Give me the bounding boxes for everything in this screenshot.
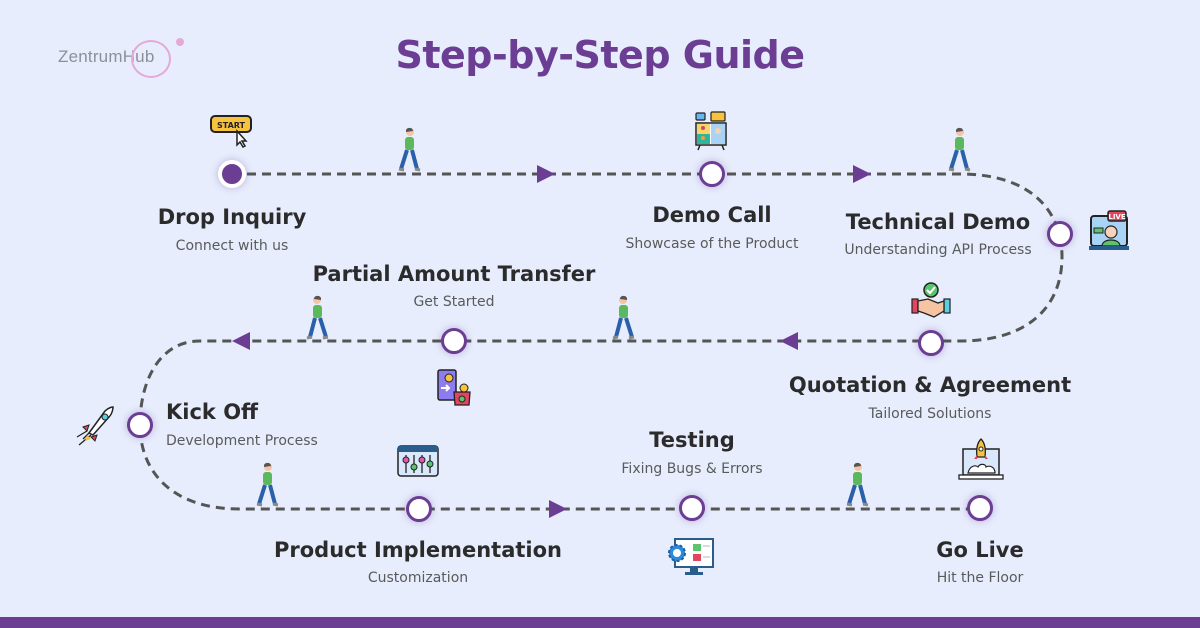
step-node-technical-demo bbox=[1047, 221, 1073, 247]
step-title: Go Live bbox=[936, 538, 1024, 562]
step-title: Partial Amount Transfer bbox=[312, 262, 596, 286]
arrow-left-1 bbox=[780, 332, 798, 350]
step-title: Quotation & Agreement bbox=[788, 373, 1072, 397]
step-subtitle: Development Process bbox=[166, 433, 318, 449]
walking-person-icon bbox=[846, 462, 869, 507]
start-button-icon: START bbox=[209, 114, 253, 154]
step-subtitle: Understanding API Process bbox=[844, 242, 1032, 258]
step-node-drop-inquiry bbox=[218, 160, 246, 188]
walking-person-icon bbox=[256, 462, 279, 507]
step-subtitle: Customization bbox=[367, 570, 469, 586]
step-title: Product Implementation bbox=[273, 538, 563, 562]
step-node-quotation bbox=[918, 330, 944, 356]
step-node-partial-transfer bbox=[441, 328, 467, 354]
walking-person-icon bbox=[948, 127, 971, 172]
arrow-right-3 bbox=[549, 500, 567, 518]
footer-bar bbox=[0, 617, 1200, 628]
step-node-kick-off bbox=[127, 412, 153, 438]
step-node-demo-call bbox=[699, 161, 725, 187]
walking-person-icon bbox=[306, 295, 329, 340]
arrow-right-2 bbox=[853, 165, 871, 183]
step-subtitle: Showcase of the Product bbox=[625, 236, 799, 252]
page-title: Step-by-Step Guide bbox=[395, 33, 806, 77]
step-node-product-implementation bbox=[406, 496, 432, 522]
code-testing-icon bbox=[665, 537, 714, 577]
logo-ring bbox=[131, 40, 171, 78]
step-node-testing bbox=[679, 495, 705, 521]
live-stream-icon: LIVE bbox=[1088, 210, 1132, 250]
step-title: Demo Call bbox=[652, 203, 772, 227]
step-subtitle: Connect with us bbox=[175, 238, 289, 254]
step-subtitle: Fixing Bugs & Errors bbox=[621, 461, 763, 477]
step-node-go-live bbox=[967, 495, 993, 521]
step-title: Kick Off bbox=[166, 400, 259, 424]
logo-dot bbox=[176, 38, 184, 46]
step-title: Testing bbox=[649, 428, 735, 452]
step-subtitle: Hit the Floor bbox=[936, 570, 1024, 586]
path-row-1 bbox=[138, 172, 1064, 511]
handshake-icon bbox=[910, 281, 954, 321]
walking-person-icon bbox=[398, 127, 421, 172]
arrow-left-2 bbox=[232, 332, 250, 350]
walking-person-icon bbox=[612, 295, 635, 340]
mobile-payment-icon bbox=[436, 368, 480, 408]
step-subtitle: Get Started bbox=[413, 294, 495, 310]
svg-text:START: START bbox=[217, 121, 246, 130]
step-title: Drop Inquiry bbox=[157, 205, 307, 229]
step-title: Technical Demo bbox=[845, 210, 1031, 234]
step-subtitle: Tailored Solutions bbox=[868, 406, 992, 422]
rocket-icon bbox=[75, 405, 119, 446]
brand-logo: ZentrumHub bbox=[58, 38, 188, 78]
laptop-launch-icon bbox=[958, 437, 1004, 480]
arrow-right-1 bbox=[537, 165, 555, 183]
video-conference-icon bbox=[694, 111, 738, 151]
svg-text:LIVE: LIVE bbox=[1108, 213, 1125, 221]
settings-sliders-icon bbox=[397, 445, 441, 485]
